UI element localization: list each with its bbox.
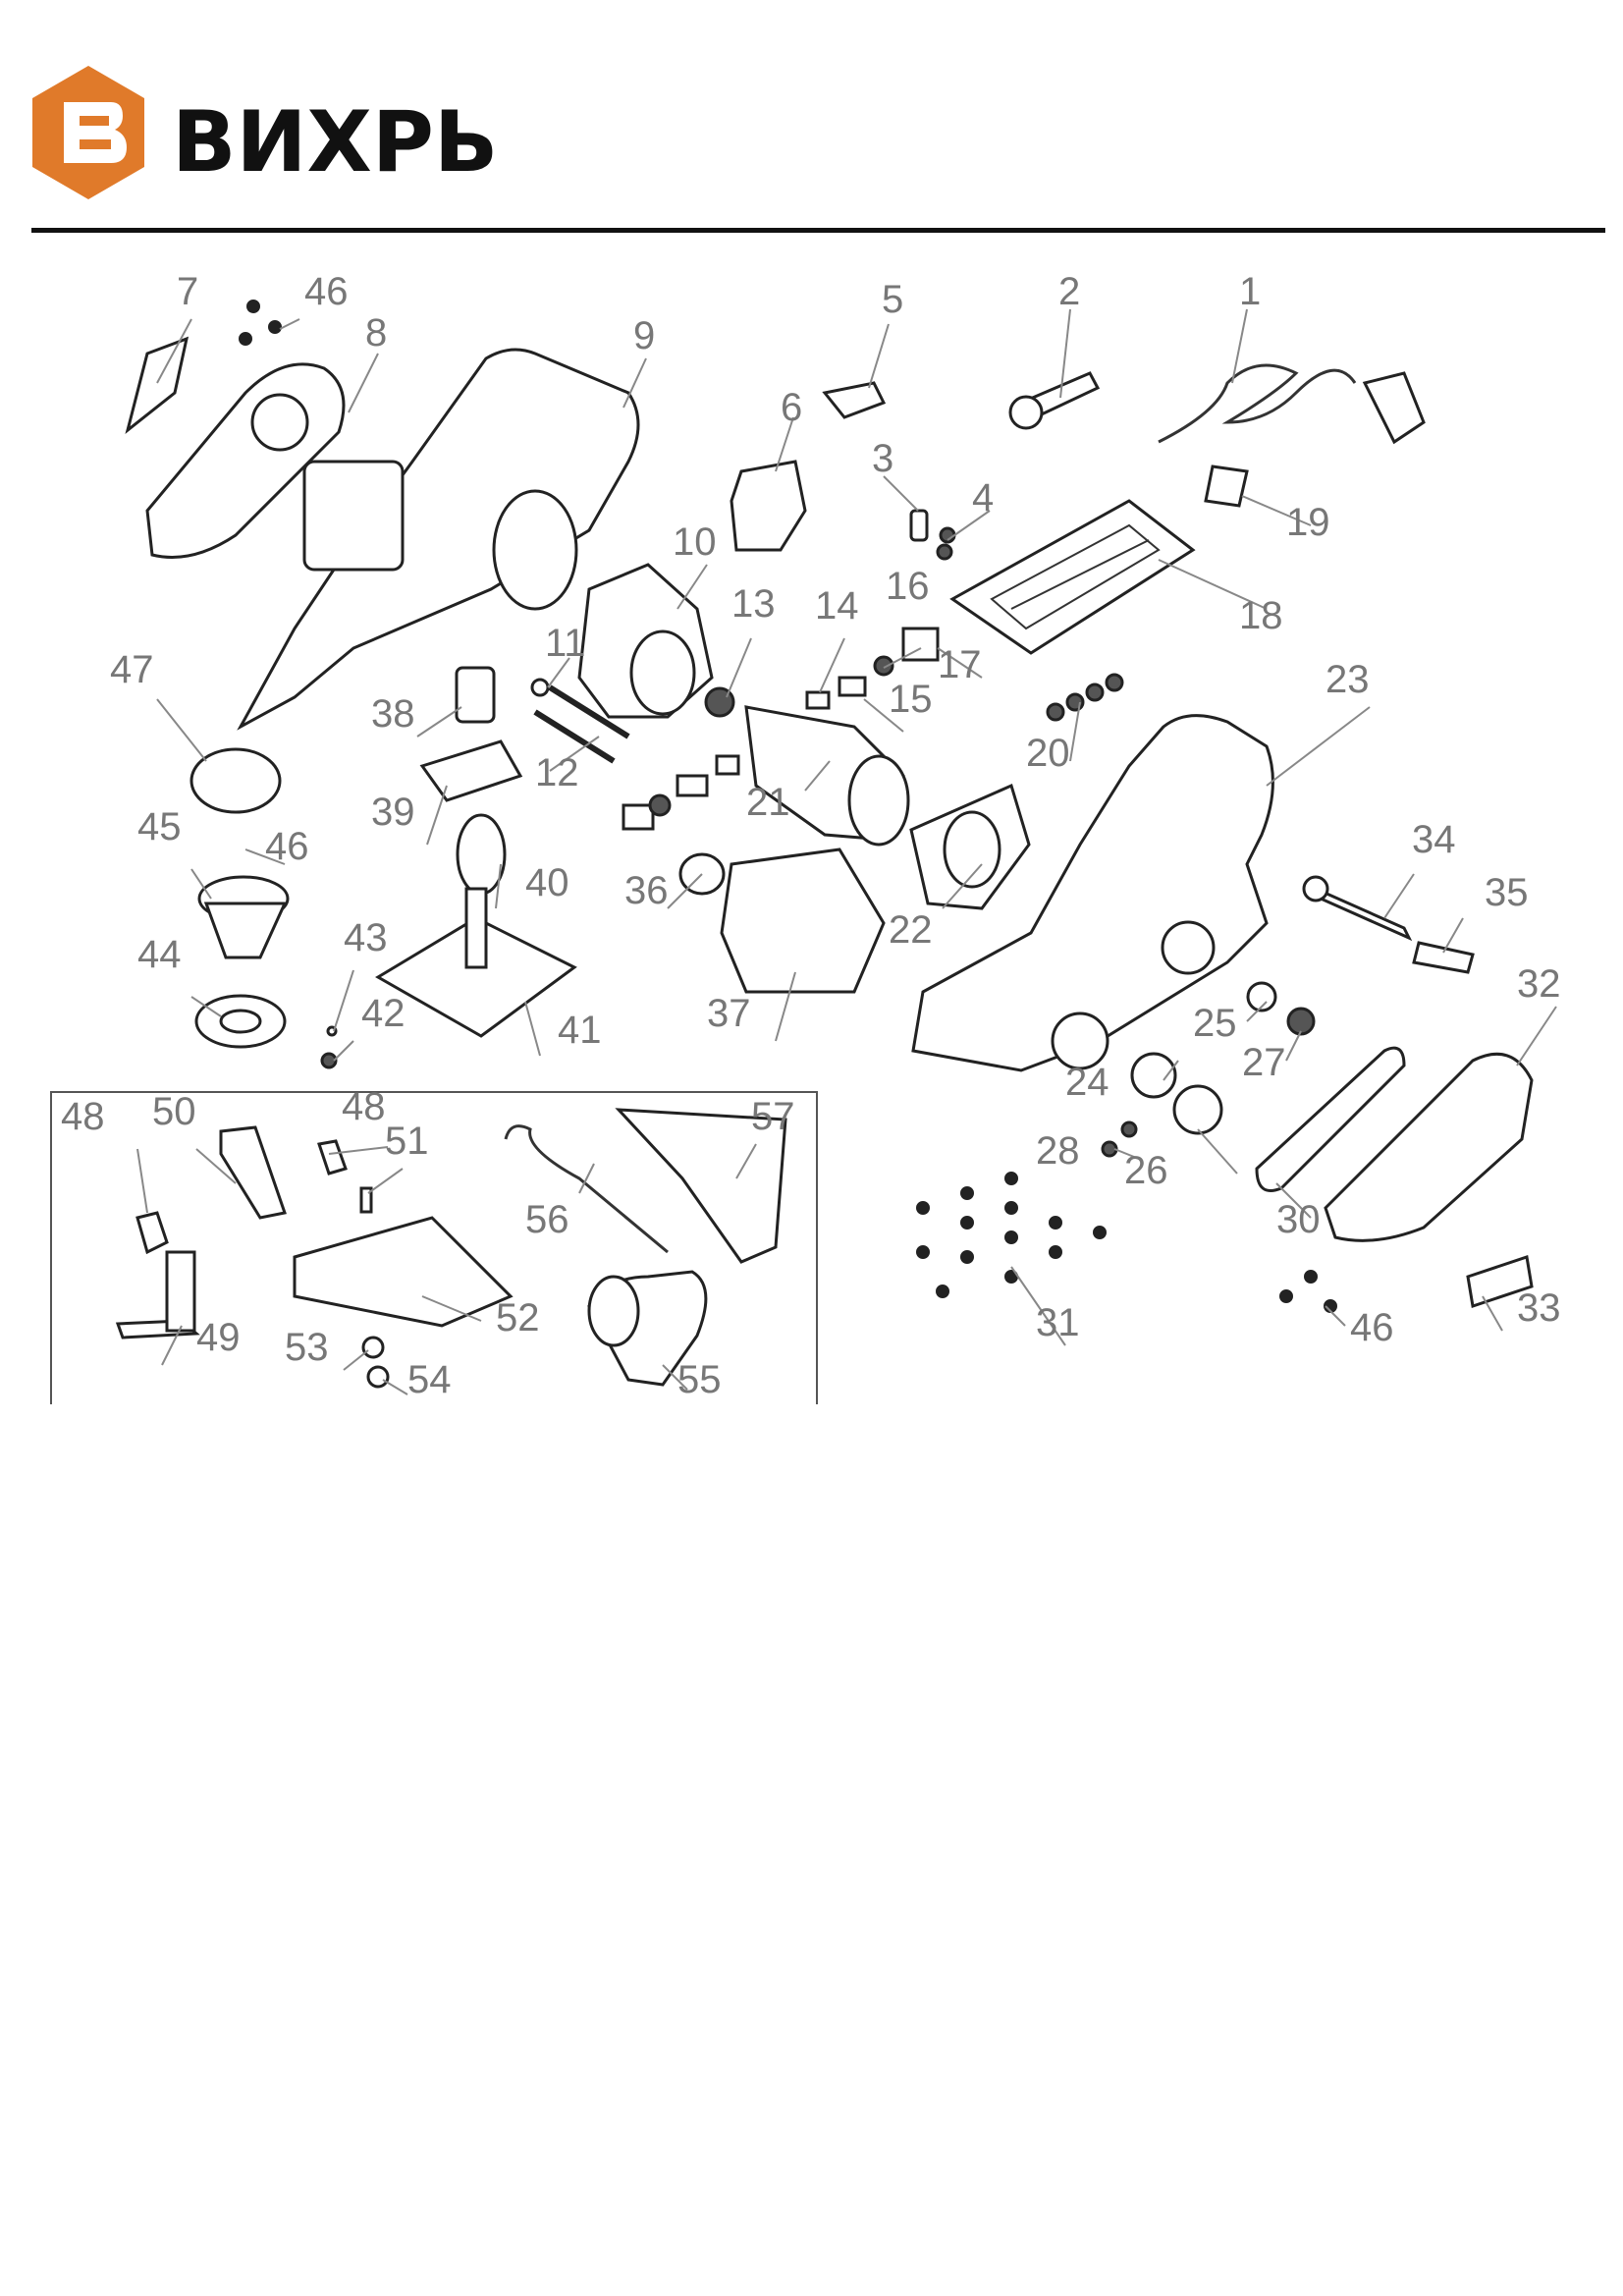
accessories-frame bbox=[50, 1091, 818, 1404]
leader-lines bbox=[136, 308, 1557, 1395]
part-label-55: 55 bbox=[677, 1358, 722, 1401]
brand-name: ВИХРЬ bbox=[172, 93, 498, 191]
part-label-10: 10 bbox=[673, 520, 717, 564]
part-label-40: 40 bbox=[525, 861, 569, 904]
part-label-32: 32 bbox=[1517, 962, 1561, 1006]
part-label-22: 22 bbox=[889, 908, 933, 952]
part-label-9: 9 bbox=[633, 314, 655, 357]
part-label-1: 1 bbox=[1239, 270, 1261, 313]
part-label-24: 24 bbox=[1065, 1061, 1109, 1104]
part-label-26: 26 bbox=[1124, 1149, 1168, 1192]
brand-logo: ВИХРЬ bbox=[32, 66, 498, 199]
part-label-36: 36 bbox=[624, 869, 669, 912]
part-label-18: 18 bbox=[1239, 594, 1283, 637]
part-label-35: 35 bbox=[1485, 871, 1529, 914]
part-label-42: 42 bbox=[361, 992, 406, 1035]
part-label-56: 56 bbox=[525, 1198, 569, 1241]
part-label-57: 57 bbox=[751, 1095, 795, 1138]
part-label-37: 37 bbox=[707, 992, 751, 1035]
exploded-view-diagram: 1 2 3 4 5 6 7 8 9 10 11 12 13 14 15 16 1… bbox=[50, 270, 1561, 1404]
part-label-47: 47 bbox=[110, 648, 154, 691]
part-drawings bbox=[115, 300, 1534, 1389]
part-label-38: 38 bbox=[371, 692, 415, 736]
part-label-43: 43 bbox=[344, 916, 388, 959]
part-label-50: 50 bbox=[152, 1090, 196, 1133]
part-label-15: 15 bbox=[889, 678, 933, 721]
part-label-34: 34 bbox=[1412, 818, 1456, 861]
part-label-23: 23 bbox=[1325, 658, 1370, 701]
part-label-19: 19 bbox=[1286, 501, 1330, 544]
part-label-27: 27 bbox=[1242, 1041, 1286, 1084]
part-label-48: 48 bbox=[61, 1095, 105, 1138]
header-divider bbox=[31, 228, 1605, 233]
part-label-39: 39 bbox=[371, 791, 415, 834]
part-label-25: 25 bbox=[1193, 1002, 1237, 1045]
part-label-2: 2 bbox=[1058, 270, 1080, 313]
part-label-45: 45 bbox=[137, 805, 182, 848]
hexagon-b-logo-icon bbox=[32, 66, 144, 199]
part-label-3: 3 bbox=[872, 437, 893, 480]
part-label-4: 4 bbox=[972, 476, 994, 519]
part-label-14: 14 bbox=[815, 584, 859, 628]
part-label-7: 7 bbox=[177, 270, 198, 313]
part-label-8: 8 bbox=[365, 311, 387, 355]
part-label-13: 13 bbox=[731, 582, 776, 626]
part-label-5: 5 bbox=[882, 278, 903, 321]
part-label-16: 16 bbox=[886, 565, 930, 608]
part-label-20: 20 bbox=[1026, 732, 1070, 775]
part-label-46: 46 bbox=[1350, 1306, 1394, 1349]
part-label-30: 30 bbox=[1276, 1198, 1321, 1241]
part-labels: 1 2 3 4 5 6 7 8 9 10 11 12 13 14 15 16 1… bbox=[61, 270, 1561, 1401]
part-label-44: 44 bbox=[137, 933, 182, 976]
part-label-41: 41 bbox=[558, 1009, 602, 1052]
part-label-48: 48 bbox=[342, 1085, 386, 1128]
part-label-6: 6 bbox=[781, 386, 802, 429]
part-label-54: 54 bbox=[407, 1358, 452, 1401]
part-label-21: 21 bbox=[746, 781, 790, 824]
part-label-11: 11 bbox=[545, 622, 586, 665]
part-label-28: 28 bbox=[1036, 1129, 1080, 1173]
part-label-53: 53 bbox=[285, 1326, 329, 1369]
part-label-49: 49 bbox=[196, 1316, 241, 1359]
part-label-52: 52 bbox=[496, 1296, 540, 1339]
part-label-12: 12 bbox=[535, 751, 579, 794]
part-label-17: 17 bbox=[938, 643, 982, 686]
part-label-46: 46 bbox=[265, 825, 309, 868]
part-label-33: 33 bbox=[1517, 1286, 1561, 1330]
part-label-51: 51 bbox=[385, 1120, 429, 1163]
part-label-31: 31 bbox=[1036, 1301, 1080, 1344]
part-label-46: 46 bbox=[304, 270, 349, 313]
